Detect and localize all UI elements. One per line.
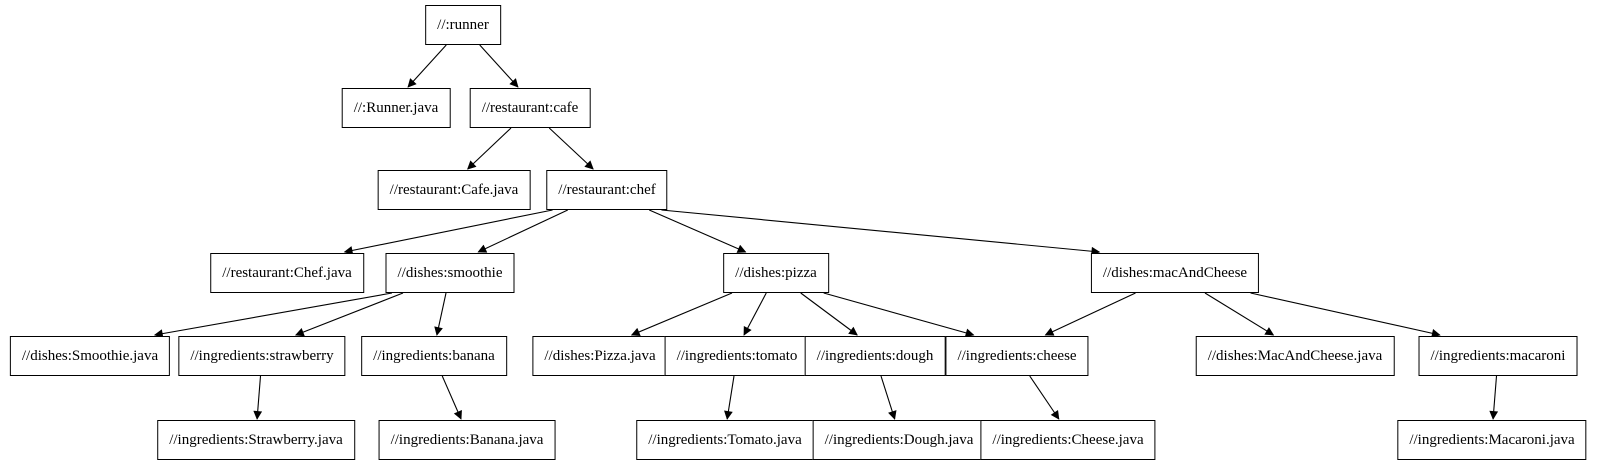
edge-chef-chef_java <box>343 209 553 255</box>
edge-tomato-tomato_java <box>724 375 735 420</box>
edge-pizza-tomato <box>743 292 767 336</box>
graph-node-banana: //ingredients:banana <box>361 336 507 376</box>
edge-runner-runner_java <box>407 44 447 88</box>
graph-node-macaroni_java: //ingredients:Macaroni.java <box>1397 420 1587 460</box>
edge-mac_and_cheese-cheese <box>1044 292 1136 336</box>
edge-macaroni-macaroni_java <box>1489 375 1499 420</box>
edge-pizza-dough <box>800 292 858 336</box>
graph-node-cheese: //ingredients:cheese <box>945 336 1089 376</box>
graph-node-strawberry_java: //ingredients:Strawberry.java <box>157 420 355 460</box>
edge-banana-banana_java <box>441 375 462 420</box>
graph-node-cafe_java: //restaurant:Cafe.java <box>377 170 531 210</box>
edge-cafe-cafe_java <box>467 127 512 170</box>
graph-node-pizza: //dishes:pizza <box>723 253 829 293</box>
edge-mac_and_cheese-mac_and_cheese_java <box>1204 292 1275 336</box>
graph-node-dough: //ingredients:dough <box>804 336 946 376</box>
graph-node-cafe: //restaurant:cafe <box>469 88 591 128</box>
edge-chef-mac_and_cheese <box>661 209 1101 256</box>
graph-node-pizza_java: //dishes:Pizza.java <box>532 336 668 376</box>
graph-node-macaroni: //ingredients:macaroni <box>1418 336 1578 376</box>
graph-node-dough_java: //ingredients:Dough.java <box>812 420 986 460</box>
edge-smoothie-banana <box>434 292 447 336</box>
edge-pizza-cheese <box>823 292 975 338</box>
edge-pizza-pizza_java <box>630 292 733 337</box>
edge-mac_and_cheese-macaroni <box>1250 292 1441 338</box>
graph-node-strawberry: //ingredients:strawberry <box>178 336 346 376</box>
edge-chef-smoothie <box>477 209 568 253</box>
graph-node-runner: //:runner <box>425 5 501 45</box>
graph-node-tomato_java: //ingredients:Tomato.java <box>636 420 814 460</box>
graph-node-banana_java: //ingredients:Banana.java <box>378 420 556 460</box>
graph-node-cheese_java: //ingredients:Cheese.java <box>980 420 1156 460</box>
edge-runner-cafe <box>479 44 519 88</box>
graph-node-runner_java: //:Runner.java <box>341 88 451 128</box>
graph-node-tomato: //ingredients:tomato <box>664 336 810 376</box>
edge-cheese-cheese_java <box>1029 375 1060 420</box>
edge-smoothie-strawberry <box>295 292 404 337</box>
edge-chef-pizza <box>649 209 747 253</box>
graph-node-smoothie_java: //dishes:Smoothie.java <box>9 336 171 376</box>
graph-node-mac_and_cheese_java: //dishes:MacAndCheese.java <box>1195 336 1395 376</box>
edge-cafe-chef <box>548 127 594 170</box>
graph-node-smoothie: //dishes:smoothie <box>385 253 515 293</box>
edge-dough-dough_java <box>880 375 897 420</box>
graph-node-chef: //restaurant:chef <box>546 170 668 210</box>
edge-strawberry-strawberry_java <box>253 375 263 420</box>
graph-node-chef_java: //restaurant:Chef.java <box>210 253 364 293</box>
graph-node-mac_and_cheese: //dishes:macAndCheese <box>1090 253 1260 293</box>
edge-smoothie-smoothie_java <box>153 292 393 338</box>
